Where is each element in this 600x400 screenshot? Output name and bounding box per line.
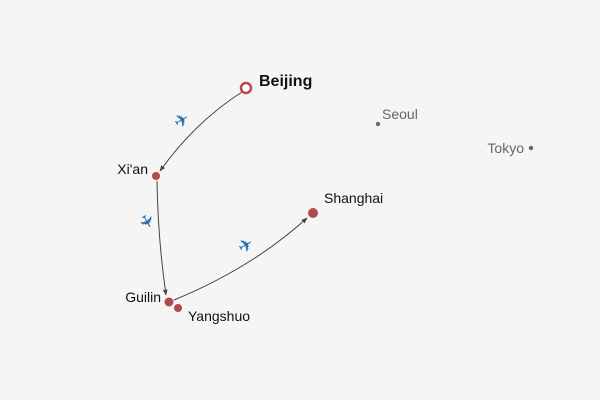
- city-label-seoul: Seoul: [382, 106, 418, 122]
- city-label-tokyo: Tokyo: [487, 140, 524, 156]
- city-marker-beijing[interactable]: [239, 81, 253, 95]
- city-marker-xian[interactable]: [152, 172, 160, 180]
- plane-icon: ✈: [234, 233, 258, 259]
- plane-icon: ✈: [170, 108, 194, 134]
- route-xian-guilin: [156, 180, 168, 296]
- city-marker-seoul[interactable]: [375, 121, 381, 127]
- city-label-shanghai: Shanghai: [324, 190, 383, 206]
- route-guilin-shanghai: [173, 217, 308, 301]
- city-label-beijing: Beijing: [259, 73, 312, 90]
- city-label-yangshuo: Yangshuo: [188, 308, 250, 324]
- city-label-guilin: Guilin: [125, 289, 161, 305]
- plane-icon: ✈: [133, 210, 159, 234]
- city-marker-tokyo[interactable]: [528, 145, 534, 151]
- city-marker-guilin[interactable]: [164, 297, 174, 307]
- city-marker-shanghai[interactable]: [308, 208, 318, 218]
- city-marker-yangshuo[interactable]: [174, 304, 182, 312]
- city-label-xian: Xi'an: [117, 161, 148, 177]
- route-beijing-xian: [159, 91, 243, 172]
